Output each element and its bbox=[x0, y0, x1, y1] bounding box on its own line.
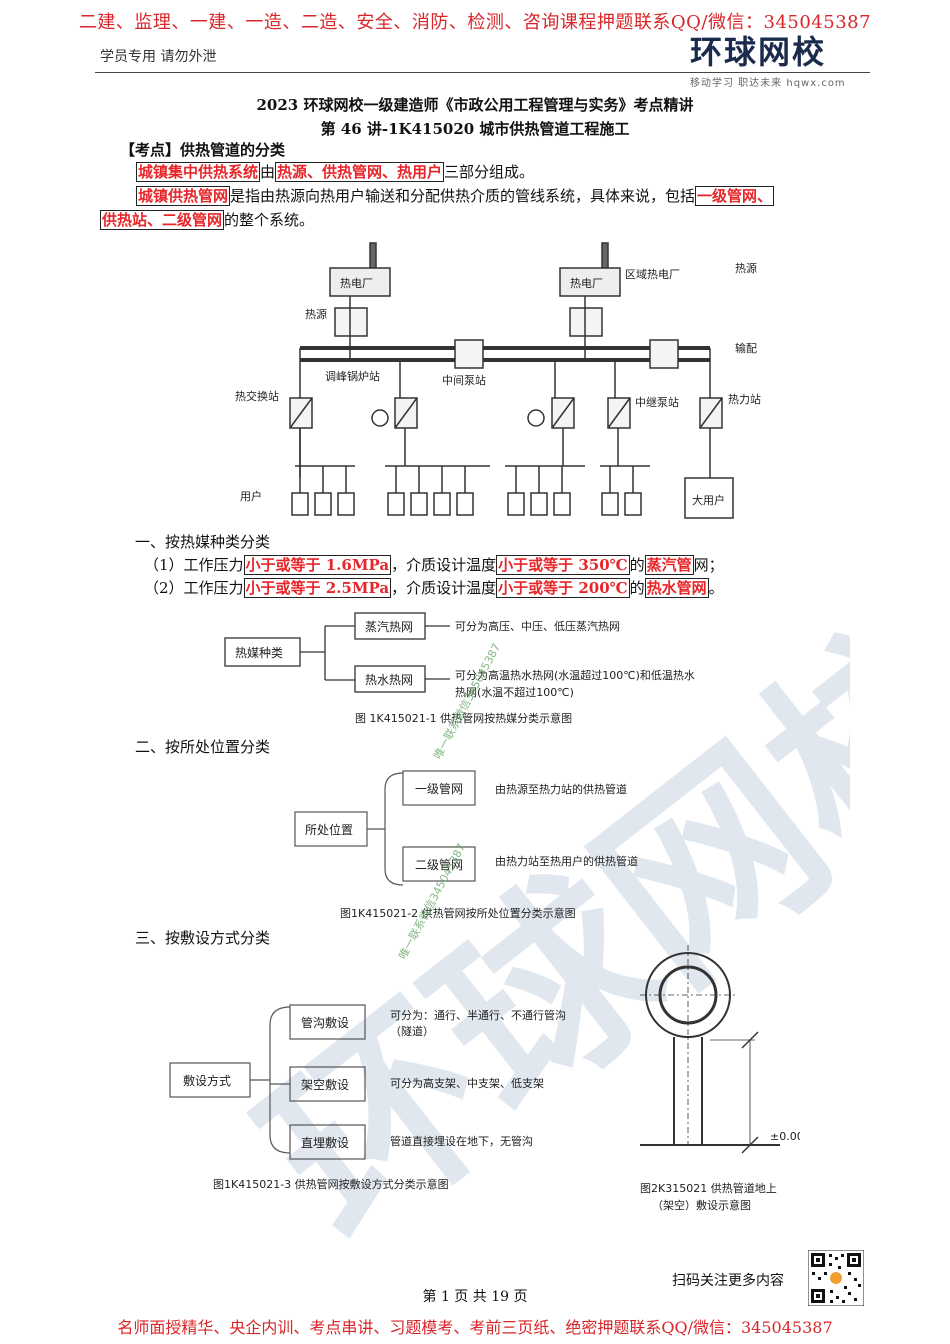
fig4-caption: 图1K415021-3 供热管网按敷设方式分类示意图 bbox=[213, 1177, 449, 1191]
fig3-secondary: 二级管网 bbox=[415, 857, 463, 872]
fig2-root: 热媒种类 bbox=[235, 646, 283, 660]
fig-laying-tree: 敷设方式 管沟敷设 架空敷设 直埋敷设 可分为：通行、半通行、不通行管沟 （隧道… bbox=[169, 1004, 566, 1191]
fig4-buried: 直埋敷设 bbox=[301, 1135, 349, 1150]
label-big-user: 大用户 bbox=[692, 493, 725, 507]
fig4-root: 敷设方式 bbox=[183, 1073, 231, 1088]
fig-overhead-support: ±0.00 图2K315021 供热管道地上 （架空）敷设示意图 bbox=[640, 945, 800, 1212]
fig3-primary-desc: 由热源至热力站的供热管道 bbox=[495, 782, 627, 796]
fig4-trench-desc-1: 可分为：通行、半通行、不通行管沟 bbox=[390, 1008, 566, 1022]
bottom-banner: 名师面授精华、央企内训、考点串讲、习题模考、考前三页纸、绝密押题联系QQ/微信：… bbox=[117, 1318, 833, 1337]
label-main-net: 输配 bbox=[735, 341, 757, 355]
label-station-b: 中间泵站 bbox=[442, 373, 486, 387]
fig3-root: 所处位置 bbox=[305, 822, 353, 837]
term-central-heating: 城镇集中供热系统 bbox=[136, 162, 261, 182]
fig4-overhead-desc: 可分为高支架、中支架、低支架 bbox=[390, 1076, 544, 1090]
l2-c: ，介质设计温度 bbox=[391, 579, 497, 597]
l2-pressure: 小于或等于 2.5MPa bbox=[243, 578, 392, 598]
l1-a: （1）工作压力 bbox=[144, 556, 244, 574]
fig2-steam-desc: 可分为高压、中压、低压蒸汽热网 bbox=[455, 619, 620, 633]
fig2-hotwater-desc-1: 可分为高温热水热网(水温超过100℃)和低温热水 bbox=[455, 668, 695, 682]
doc-title: 2023 环球网校一级建造师《市政公用工程管理与实务》考点精讲 bbox=[256, 96, 694, 114]
qr-code-icon[interactable] bbox=[808, 1250, 864, 1306]
cls3-heading: 三、按敷设方式分类 bbox=[135, 929, 271, 947]
logo-text: 环球网校 bbox=[690, 33, 827, 71]
top-banner: 二建、监理、一建、一造、二造、安全、消防、检测、咨询课程押题联系QQ/微信：34… bbox=[78, 12, 872, 33]
section-name: 供热管道的分类 bbox=[180, 141, 286, 159]
para1-text2: 三部分组成。 bbox=[444, 163, 535, 181]
label-station-a: 调峰锅炉站 bbox=[325, 369, 380, 383]
label-plant-2: 热电厂 bbox=[570, 277, 603, 290]
fig4-buried-desc: 管道直接埋设在地下，无管沟 bbox=[390, 1134, 533, 1148]
fig-location-tree: 所处位置 一级管网 二级管网 由热源至热力站的供热管道 由热力站至热用户的供热管… bbox=[294, 770, 638, 920]
fig4-trench-desc-2: （隧道） bbox=[390, 1024, 434, 1038]
l1-c: ，介质设计温度 bbox=[391, 556, 497, 574]
brand-logo: 环球网校 移动学习 职达未来 hqwx.com bbox=[690, 34, 870, 89]
key-network-2: 供热站、二级管网 bbox=[100, 210, 225, 230]
fig2-caption: 图 1K415021-1 供热管网按热媒分类示意图 bbox=[355, 711, 572, 725]
lecture-title: 第 46 讲-1K415020 城市供热管道工程施工 bbox=[320, 120, 630, 138]
l2-g: 。 bbox=[708, 579, 724, 597]
para2-text2: 的整个系统。 bbox=[224, 211, 315, 229]
page-number: 第 1 页 共 19 页 bbox=[422, 1289, 528, 1305]
watermark-diagonal: 唯一联系微信345045387 唯一联系微信345045387 bbox=[395, 641, 503, 960]
l1-pressure: 小于或等于 1.6MPa bbox=[243, 555, 392, 575]
fig3-secondary-desc: 由热力站至热用户的供热管道 bbox=[495, 854, 638, 868]
key-network-1: 一级管网、 bbox=[695, 186, 775, 206]
heating-network-schematic: 热电厂 热电厂 区域热电厂 热源 热源 输配 调峰锅炉站 中间泵站 热交换站 中… bbox=[235, 242, 761, 519]
fig4-trench: 管沟敷设 bbox=[301, 1015, 349, 1030]
l2-temp: 小于或等于 200℃ bbox=[496, 578, 630, 598]
l2-a: （2）工作压力 bbox=[144, 579, 244, 597]
l2-e: 的 bbox=[629, 579, 645, 597]
fig3-caption: 图1K415021-2 供热管网按所处位置分类示意图 bbox=[340, 906, 576, 920]
scan-prompt: 扫码关注更多内容 bbox=[672, 1273, 784, 1289]
header-rule bbox=[95, 72, 870, 73]
label-heater: 热源 bbox=[305, 307, 327, 321]
key-components: 热源、供热管网、热用户 bbox=[275, 162, 445, 182]
fig3-primary: 一级管网 bbox=[415, 781, 463, 796]
fig5-level-mark: ±0.00 bbox=[770, 1130, 800, 1143]
para2-text1: 是指由热源向热用户输送和分配供热介质的管线系统，具体来说，包括 bbox=[230, 187, 696, 205]
l1-e: 的 bbox=[629, 556, 645, 574]
fig2-steam: 蒸汽热网 bbox=[365, 619, 413, 634]
section-heading: 【考点】供热管道的分类 bbox=[120, 138, 285, 162]
label-sub-left: 热交换站 bbox=[235, 389, 279, 403]
label-sub-mid: 中继泵站 bbox=[635, 395, 679, 409]
l1-type: 蒸汽管 bbox=[644, 555, 694, 575]
watermark-contact-1: 唯一联系微信345045387 bbox=[430, 641, 503, 761]
fig4-overhead: 架空敷设 bbox=[301, 1077, 349, 1092]
label-sub-right: 热力站 bbox=[728, 392, 761, 406]
fig-heat-medium-tree: 热媒种类 蒸汽热网 热水热网 可分为高压、中压、低压蒸汽热网 可分为高温热水热网… bbox=[224, 612, 695, 725]
watermark-contact-2: 唯一联系微信345045387 bbox=[395, 841, 468, 960]
label-plant-1: 热电厂 bbox=[340, 277, 373, 290]
fig2-hotwater-desc-2: 热网(水温不超过100℃) bbox=[455, 685, 574, 699]
label-source: 热源 bbox=[735, 261, 757, 275]
label-plant-2-side: 区域热电厂 bbox=[625, 268, 680, 281]
fig2-hotwater: 热水热网 bbox=[365, 673, 413, 687]
term-heating-network: 城镇供热管网 bbox=[136, 186, 231, 206]
l1-g: 网； bbox=[693, 556, 724, 574]
l1-temp: 小于或等于 350℃ bbox=[496, 555, 630, 575]
para1-text1: 由 bbox=[260, 163, 276, 181]
logo-tagline: 移动学习 职达未来 hqwx.com bbox=[690, 78, 846, 89]
label-user: 用户 bbox=[240, 489, 262, 503]
fig5-caption-1: 图2K315021 供热管道地上 bbox=[640, 1181, 777, 1195]
cls1-heading: 一、按热媒种类分类 bbox=[135, 533, 271, 551]
header-confidential-note: 学员专用 请勿外泄 bbox=[100, 49, 217, 65]
paragraph-network: 城镇供热管网是指由热源向热用户输送和分配供热介质的管线系统，具体来说，包括一级管… bbox=[100, 184, 875, 232]
l2-type: 热水管网 bbox=[644, 578, 709, 598]
cls2-heading: 二、按所处位置分类 bbox=[135, 738, 271, 756]
section-prefix: 【考点】 bbox=[120, 141, 181, 159]
fig5-caption-2: （架空）敷设示意图 bbox=[652, 1198, 751, 1212]
paragraph-system: 城镇集中供热系统由热源、供热管网、热用户三部分组成。 bbox=[100, 160, 534, 184]
